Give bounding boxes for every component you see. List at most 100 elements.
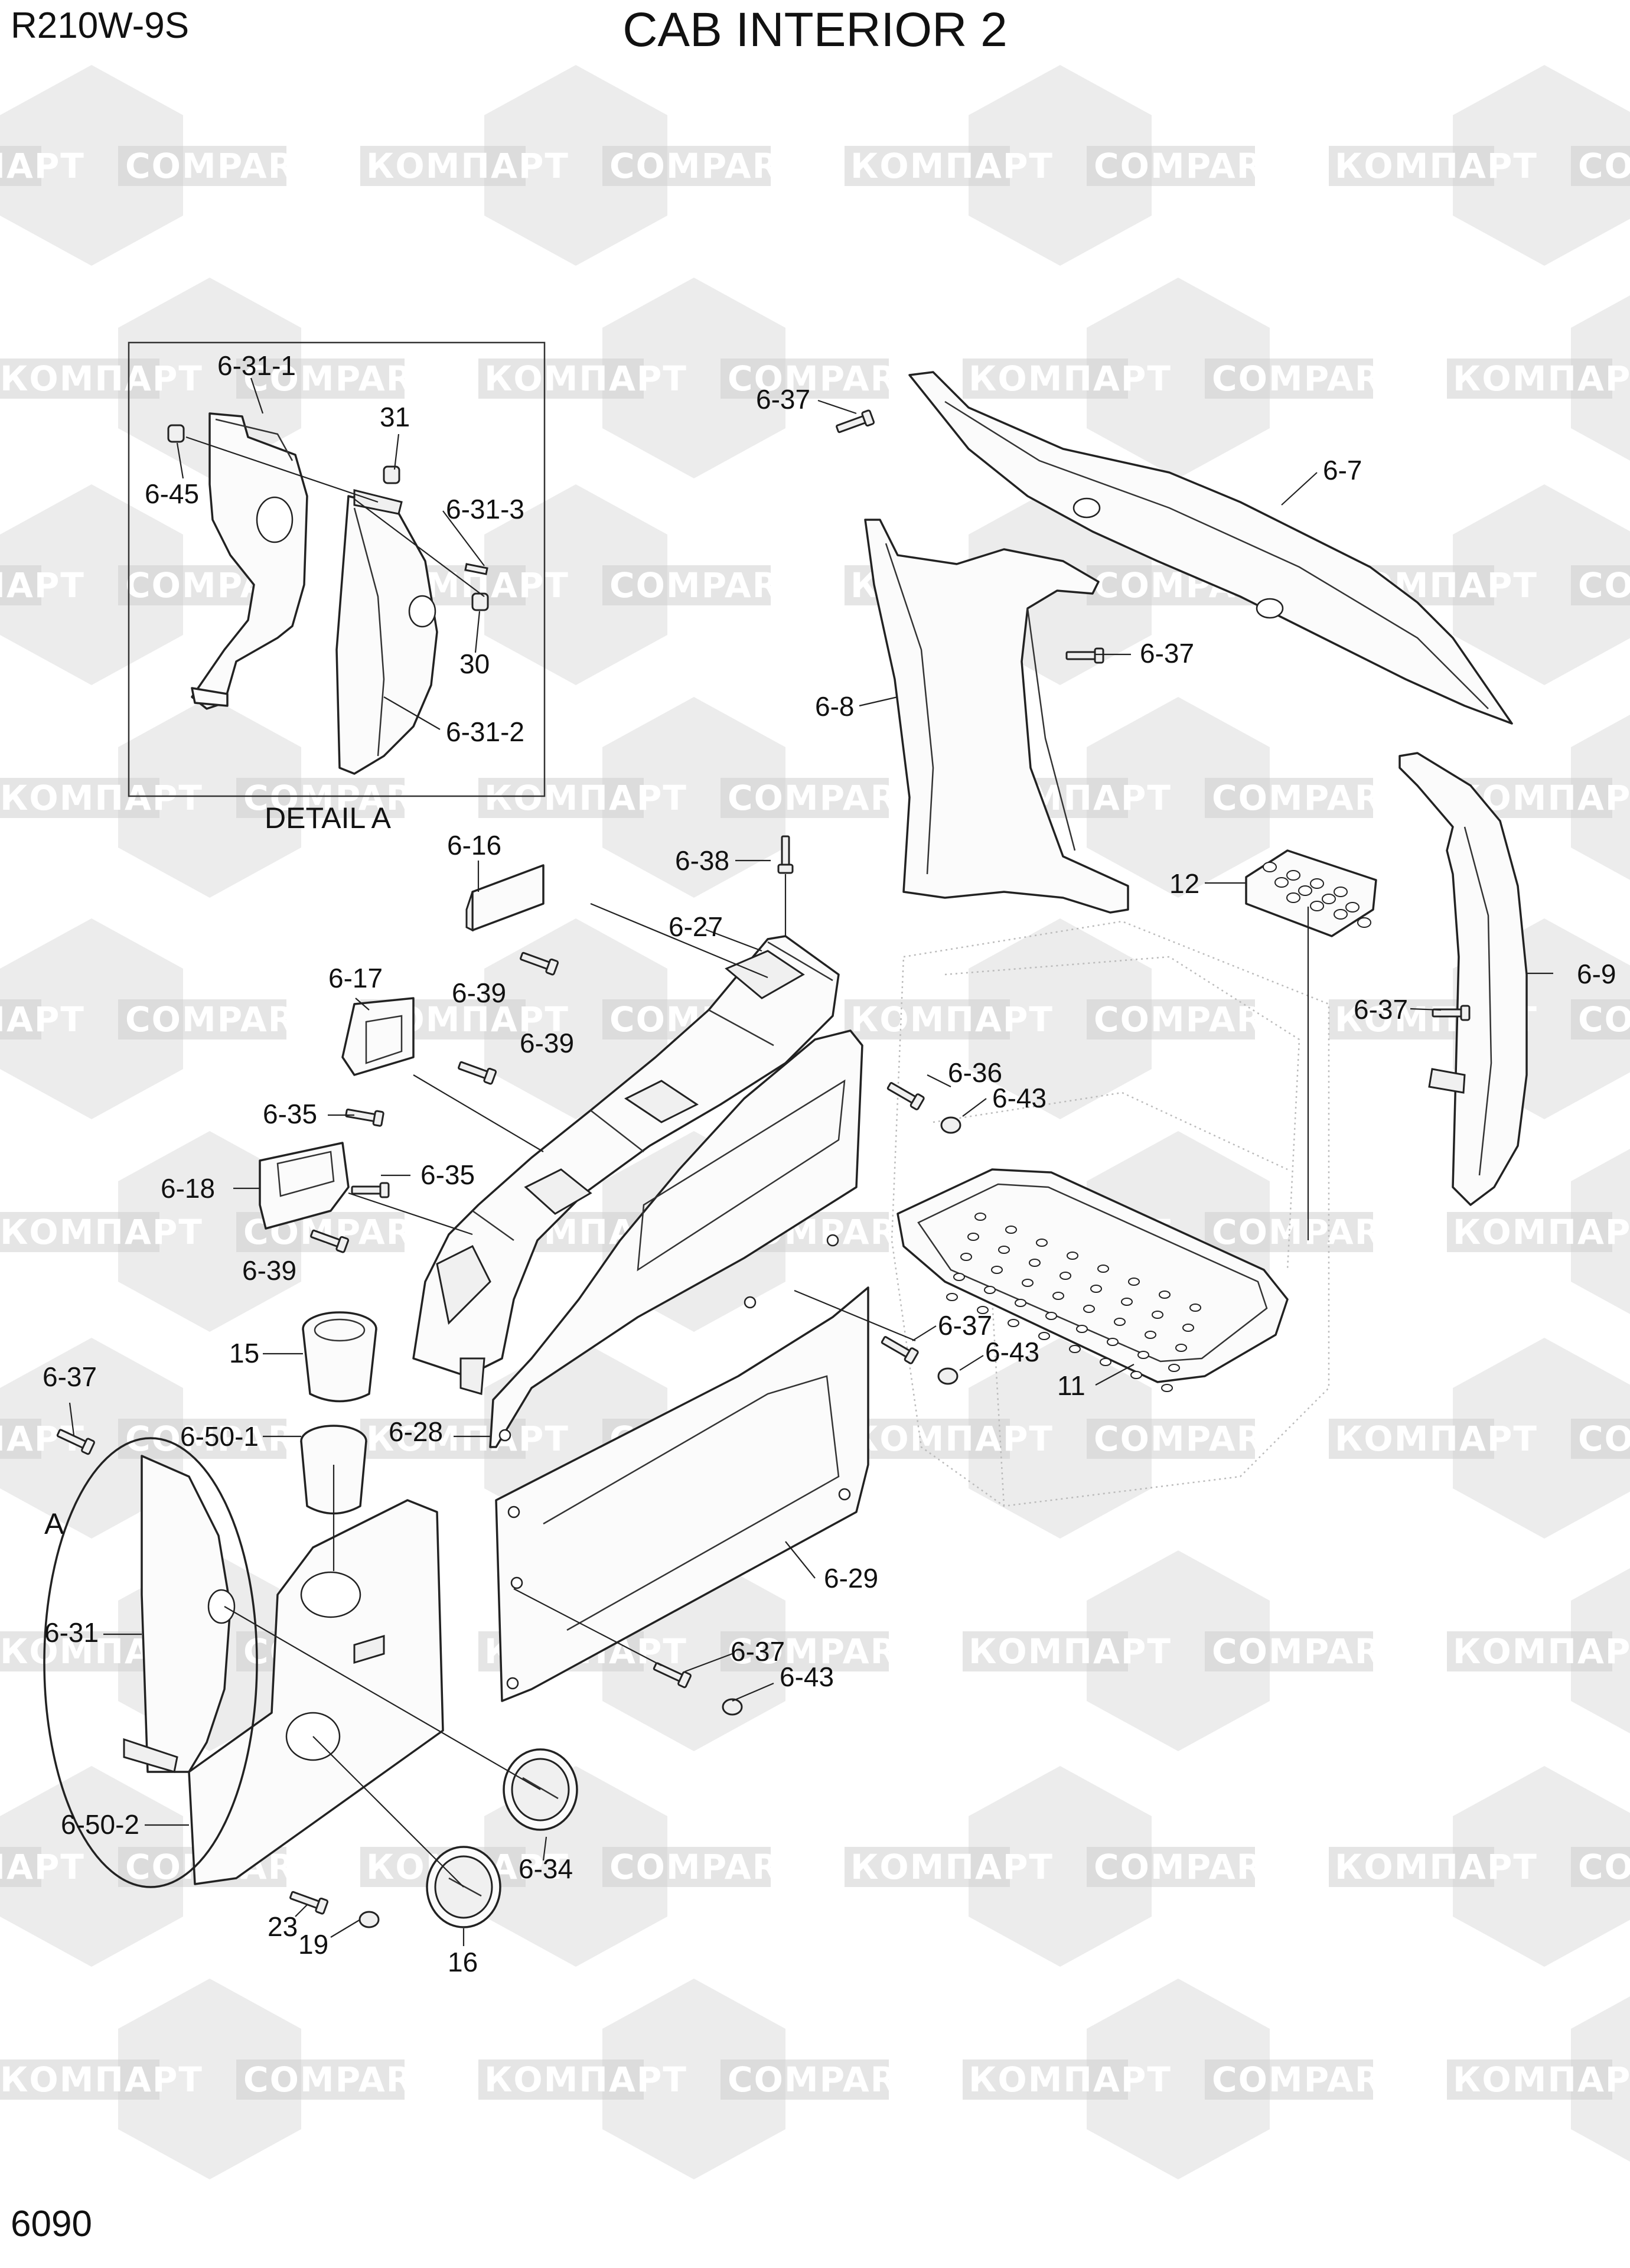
label-6-27: 6-27	[669, 911, 723, 942]
watermark-text-right: COMPART	[728, 2060, 921, 2100]
watermark-text-left: КОМПАРТ	[969, 1631, 1172, 1671]
watermark-text-right: COMPART	[1212, 1631, 1405, 1671]
label-6-17: 6-17	[328, 963, 383, 993]
part-6-28-panel	[489, 1029, 863, 1448]
label-30: 30	[459, 649, 490, 679]
label-11: 11	[1057, 1370, 1085, 1401]
watermark-text-left: КОМПАРТ	[0, 359, 203, 399]
label-6-29: 6-29	[824, 1563, 878, 1594]
plug-icon	[940, 1116, 961, 1134]
watermark-text-right: COMPART	[1212, 778, 1405, 818]
watermark-tile: КОМПАРТ COMPART	[963, 1550, 1405, 1751]
label-6-50-2: 6-50-2	[61, 1809, 139, 1840]
watermark-text-right: COMPART	[243, 778, 436, 818]
watermark-text-right: COMPART	[1578, 1419, 1630, 1459]
watermark-text-left: КОМПАРТ	[1453, 2060, 1630, 2100]
label-6-31: 6-31	[44, 1617, 99, 1648]
watermark-text-left: КОМПАРТ	[0, 565, 85, 605]
label-6-16: 6-16	[447, 830, 501, 861]
watermark-text-right: COMPART	[609, 1847, 803, 1887]
watermark-text-left: КОМПАРТ	[0, 1847, 85, 1887]
label-23: 23	[268, 1911, 298, 1942]
watermark-text-left: КОМПАРТ	[1335, 1419, 1538, 1459]
watermark-text-left: КОМПАРТ	[0, 778, 203, 818]
detail-a-callout-circle	[43, 1437, 258, 1888]
watermark-text-right: COMPART	[1578, 1847, 1630, 1887]
detail-a-frame	[128, 341, 546, 797]
detail-a-cover	[335, 489, 438, 775]
detail-a-caption: DETAIL A	[265, 801, 392, 835]
label-6-37-mat: 6-37	[938, 1310, 992, 1341]
part-6-7-top-trim	[908, 371, 1513, 725]
screw-icon	[351, 1182, 390, 1198]
cab-floor-outline	[891, 920, 1330, 1507]
watermark-text-left: КОМПАРТ	[1453, 1212, 1630, 1252]
screw-icon	[520, 951, 559, 976]
watermark-text-right: COMPART	[728, 778, 921, 818]
watermark-text-left: КОМПАРТ	[484, 359, 687, 399]
label-6-38: 6-38	[675, 845, 729, 876]
screw-icon	[310, 1229, 350, 1253]
label-6-36: 6-36	[948, 1057, 1002, 1088]
part-15-cup	[302, 1311, 377, 1403]
label-12: 12	[1169, 868, 1199, 899]
watermark-text-right: COMPART	[243, 2060, 436, 2100]
watermark-text-right: COMPART	[1578, 999, 1630, 1040]
label-6-43-a: 6-43	[992, 1083, 1047, 1113]
page-title: CAB INTERIOR 2	[622, 3, 1008, 57]
watermark-text-right: COMPART	[609, 565, 803, 605]
label-6-8: 6-8	[815, 691, 854, 722]
watermark-text-left: КОМПАРТ	[484, 2060, 687, 2100]
detail-a-fasteners	[167, 424, 489, 611]
screw-icon	[886, 1082, 925, 1110]
watermark-text-left: КОМПАРТ	[969, 359, 1172, 399]
watermark-text-right: COMPART	[1578, 146, 1630, 186]
watermark-text-left: КОМПАРТ	[484, 778, 687, 818]
watermark-tile: КОМПАРТ COMPART	[963, 278, 1405, 478]
watermark-text-left: КОМПАРТ	[850, 999, 1054, 1040]
screw-icon	[56, 1429, 95, 1455]
fasteners	[56, 409, 1471, 1928]
watermark-text-right: COMPART	[1578, 565, 1630, 605]
label-6-37-top: 6-37	[756, 384, 810, 415]
watermark-tile: КОМПАРТ COMPART	[0, 697, 436, 898]
watermark-text-left: КОМПАРТ	[366, 146, 569, 186]
watermark-text-left: КОМПАРТ	[0, 146, 85, 186]
label-6-34: 6-34	[519, 1853, 573, 1884]
screw-icon	[345, 1109, 384, 1127]
watermark-text-right: COMPART	[609, 146, 803, 186]
label-6-31-2: 6-31-2	[446, 716, 524, 747]
watermark-text-right: COMPART	[1212, 359, 1405, 399]
label-6-31-3: 6-31-3	[446, 494, 524, 524]
label-6-37-side: 6-37	[1354, 994, 1408, 1025]
label-6-35-b: 6-35	[420, 1159, 475, 1190]
label-6-18: 6-18	[161, 1173, 215, 1204]
watermark-text-right: COMPART	[1094, 146, 1287, 186]
part-6-17-bracket	[341, 997, 415, 1076]
watermark-text-right: COMPART	[1212, 2060, 1405, 2100]
label-19: 19	[298, 1929, 328, 1960]
plug-icon	[722, 1698, 743, 1716]
watermark-tile: КОМПАРТ COMPART	[1329, 1338, 1630, 1539]
label-6-35-a: 6-35	[263, 1099, 317, 1129]
detail-a-pointer: A	[44, 1507, 64, 1540]
label-6-39-b: 6-39	[520, 1028, 574, 1058]
screw-icon	[836, 409, 875, 434]
part-6-9-side-trim	[1398, 752, 1528, 1206]
plug-icon	[937, 1367, 959, 1385]
watermark-text-right: COMPART	[125, 999, 318, 1040]
part-11-floor-mat	[896, 1168, 1289, 1392]
part-6-18-bracket	[259, 1142, 350, 1230]
screw-icon	[777, 835, 794, 874]
